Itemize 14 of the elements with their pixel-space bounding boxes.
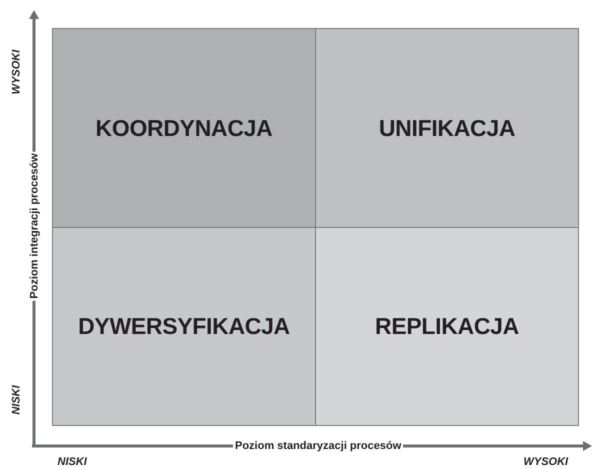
quadrant-panel <box>315 227 579 426</box>
quadrant-panel <box>52 28 316 228</box>
quadrant-label: REPLIKACJA <box>375 313 519 340</box>
axis-title: Poziom standaryzacji procesów <box>233 440 404 452</box>
axis-level-label: NISKI <box>10 383 22 417</box>
axis-title: Poziom integracji procesów <box>28 151 40 301</box>
axis-level-label: NISKI <box>56 456 89 468</box>
axis-level-label: WYSOKI <box>522 456 570 468</box>
quadrant-label: UNIFIKACJA <box>378 114 516 142</box>
axis-level-label: WYSOKI <box>10 48 22 96</box>
quadrant-label: KOORDYNACJA <box>96 114 272 142</box>
quadrant-panel <box>315 28 579 228</box>
quadrant-panel <box>52 227 316 426</box>
quadrant-label: DYWERSYFIKACJA <box>78 313 290 340</box>
